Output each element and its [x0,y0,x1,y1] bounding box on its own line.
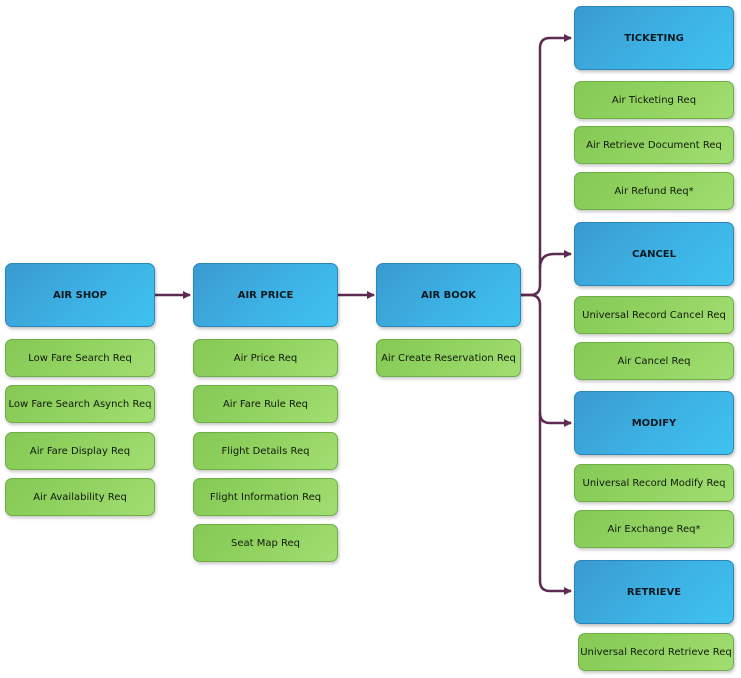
request-flight-information: Flight Information Req [193,478,338,516]
stage-retrieve: RETRIEVE [574,560,734,624]
request-seat-map: Seat Map Req [193,524,338,562]
request-air-fare-rule: Air Fare Rule Req [193,385,338,423]
stage-ticketing: TICKETING [574,6,734,70]
stage-air-shop: AIR SHOP [5,263,155,327]
request-air-availability: Air Availability Req [5,478,155,516]
request-air-fare-display: Air Fare Display Req [5,432,155,470]
arrow-book-to-modify [521,293,572,427]
request-air-ticketing: Air Ticketing Req [574,81,734,119]
request-air-price: Air Price Req [193,339,338,377]
request-air-refund: Air Refund Req* [574,172,734,210]
request-flight-details: Flight Details Req [193,432,338,470]
arrow-book-to-retrieve [538,413,572,595]
request-air-cancel: Air Cancel Req [574,342,734,380]
stage-air-price: AIR PRICE [193,263,338,327]
stage-cancel: CANCEL [574,222,734,286]
request-low-fare-search: Low Fare Search Req [5,339,155,377]
request-air-create-reservation: Air Create Reservation Req [376,339,521,377]
request-universal-record-retrieve: Universal Record Retrieve Req [578,633,734,671]
arrow-book-to-cancel [538,250,572,269]
request-universal-record-cancel: Universal Record Cancel Req [574,296,734,334]
request-air-exchange: Air Exchange Req* [574,510,734,548]
request-low-fare-search-asynch: Low Fare Search Asynch Req [5,385,155,423]
request-air-retrieve-document: Air Retrieve Document Req [574,126,734,164]
stage-modify: MODIFY [574,391,734,455]
stage-air-book: AIR BOOK [376,263,521,327]
request-universal-record-modify: Universal Record Modify Req [574,464,734,502]
